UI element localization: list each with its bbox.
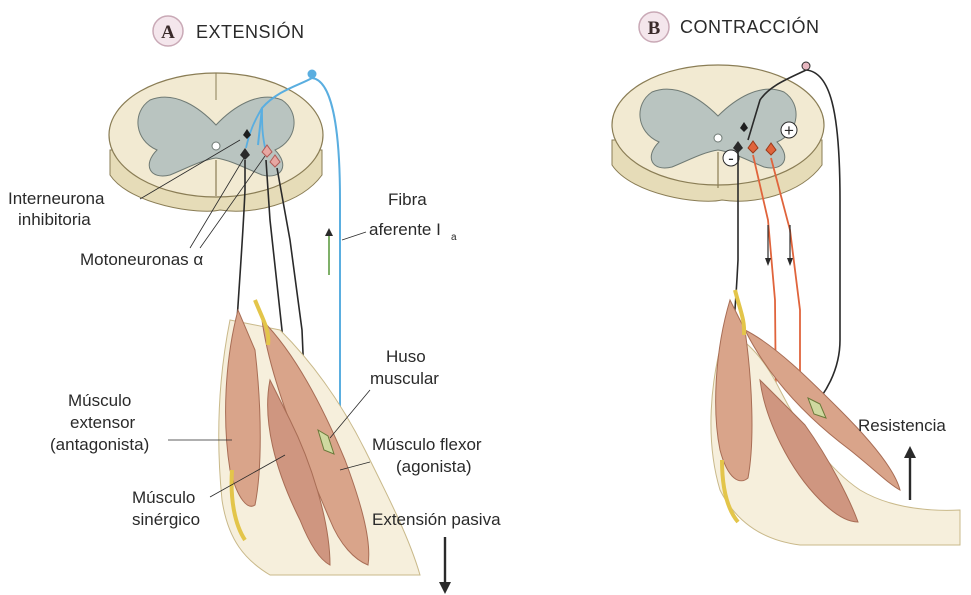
label-fibra-sub: a <box>451 232 457 243</box>
panel-b: B CONTRACCIÓN - + <box>612 12 960 545</box>
panel-b-badge: B <box>639 12 669 42</box>
panel-b-title: CONTRACCIÓN <box>680 16 820 37</box>
label-motoneuronas: Motoneuronas α <box>80 250 203 269</box>
svg-text:B: B <box>648 18 661 39</box>
svg-text:+: + <box>784 121 794 140</box>
label-sinergico-2: sinérgico <box>132 510 200 529</box>
label-interneurona-2: inhibitoria <box>18 210 91 229</box>
dorsal-ganglion-b <box>802 62 810 70</box>
label-resistencia: Resistencia <box>858 416 946 435</box>
spinal-cord-a <box>109 73 323 211</box>
label-extensor-2: extensor <box>70 413 136 432</box>
label-fibra-1: Fibra <box>388 190 427 209</box>
label-extensor-1: Músculo <box>68 391 131 410</box>
panel-a-title: EXTENSIÓN <box>196 21 305 42</box>
panel-a-badge: A <box>153 16 183 46</box>
label-flexor-1: Músculo flexor <box>372 435 482 454</box>
svg-text:-: - <box>728 149 734 168</box>
label-sinergico-1: Músculo <box>132 488 195 507</box>
label-extension-pasiva: Extensión pasiva <box>372 510 501 529</box>
label-flexor-2: (agonista) <box>396 457 472 476</box>
label-huso-2: muscular <box>370 369 439 388</box>
label-huso-1: Huso <box>386 347 426 366</box>
label-extensor-3: (antagonista) <box>50 435 149 454</box>
label-interneurona-1: Interneurona <box>8 189 105 208</box>
svg-text:A: A <box>161 22 175 43</box>
dorsal-ganglion-a <box>308 70 317 79</box>
label-fibra-2: aferente I <box>369 220 441 239</box>
panel-a: A EXTENSIÓN <box>8 16 501 594</box>
